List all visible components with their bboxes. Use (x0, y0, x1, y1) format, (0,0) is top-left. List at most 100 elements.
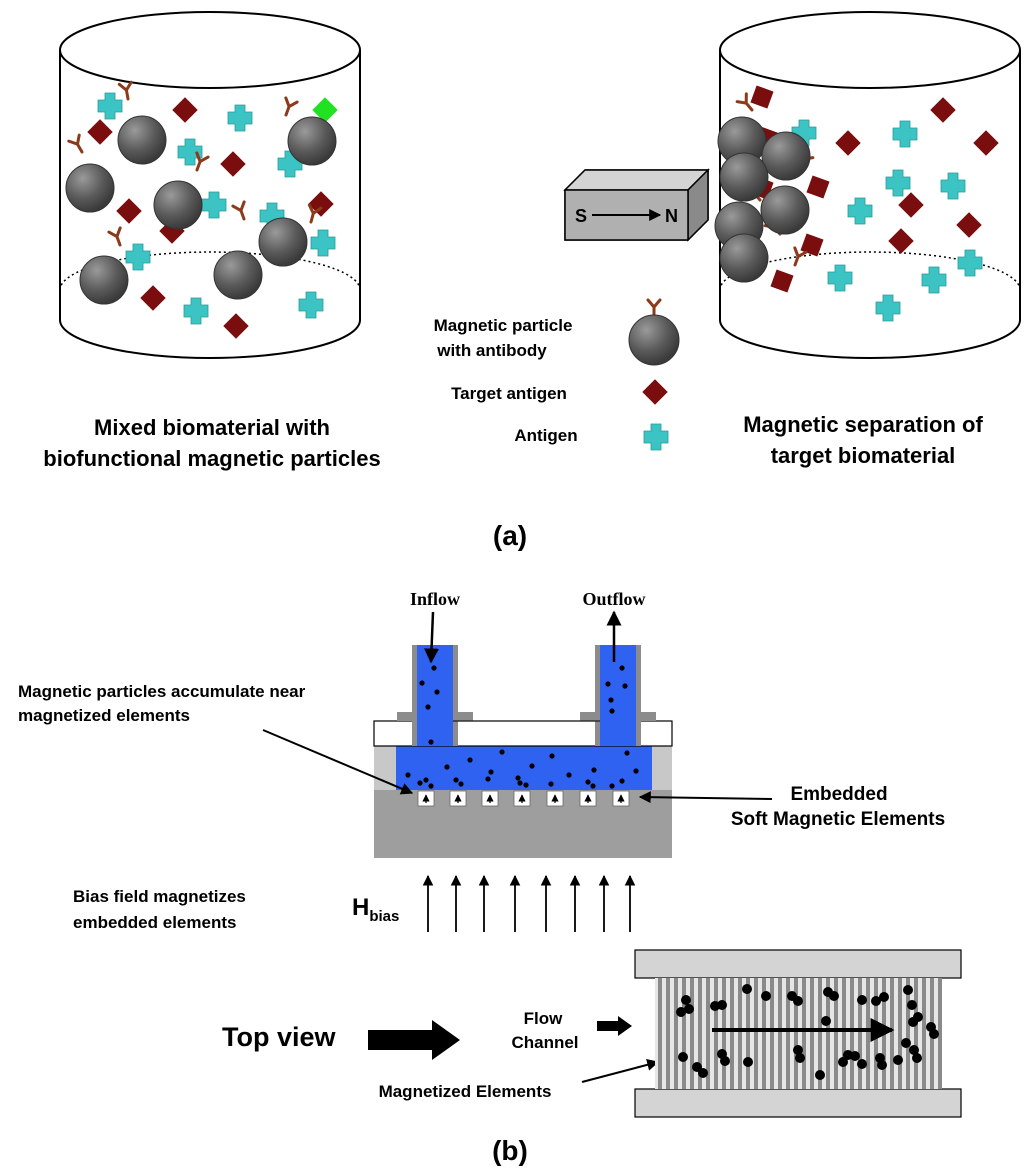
embedded-line1: Embedded (790, 784, 887, 805)
magnetized-strip (706, 978, 710, 1089)
target-antigen-icon (87, 119, 113, 145)
antigen-icon (183, 297, 209, 325)
particle-dot (444, 764, 450, 770)
particle-dot (901, 1038, 911, 1048)
particle-dot (624, 750, 630, 756)
flow-channel-line1: Flow (524, 1009, 563, 1028)
accumulate-line2: magnetized elements (18, 706, 190, 725)
magnetic-particle (117, 115, 167, 165)
caption-left-line1: Mixed biomaterial with (94, 415, 330, 440)
particle-dot (793, 1045, 803, 1055)
magnetized-strip (714, 978, 718, 1089)
particle-dot (405, 772, 411, 778)
legend-target-label: Target antigen (451, 384, 567, 403)
magnetized-strip (890, 978, 894, 1089)
channel-fluid (396, 746, 652, 790)
legend-particle-icon (628, 298, 680, 366)
particle-dot (434, 689, 440, 695)
antibody-icon (307, 203, 323, 224)
particle-dot (893, 1055, 903, 1065)
particle-dot (608, 697, 614, 703)
particle-dot (838, 1057, 848, 1067)
particle-dot (912, 1053, 922, 1063)
particle-dot (591, 767, 597, 773)
bias-field-arrows (422, 874, 636, 932)
magnetized-strip (802, 978, 806, 1089)
antibody-shape (646, 298, 662, 318)
top-view-label: Top view (222, 1022, 337, 1052)
particle-dot (857, 1059, 867, 1069)
antibody-shape (735, 92, 754, 112)
antigen-icon (827, 264, 853, 292)
target-antigen-icon (750, 85, 774, 109)
particle-dot (743, 1057, 753, 1067)
particle-dot (742, 984, 752, 994)
particle-dot (907, 1000, 917, 1010)
magnetized-strip (770, 978, 774, 1089)
particle-dot (485, 776, 491, 782)
particle-dot (566, 772, 572, 778)
particle-dot (678, 1052, 688, 1062)
magnetized-strip (722, 978, 726, 1089)
antibody-icon (67, 133, 84, 154)
antibody-shape (67, 133, 84, 154)
panel-a: S N Magnetic particle with antibody Targ… (43, 11, 1021, 551)
magnetized-elements-label: Magnetized Elements (379, 1082, 552, 1101)
panel-a-label: (a) (493, 520, 527, 551)
h-bias-subscript: bias (369, 908, 399, 925)
device-cross-section (373, 645, 673, 858)
antibody-shape (284, 96, 299, 117)
legend-antigen-icon (643, 423, 669, 451)
particle-dot (467, 757, 473, 763)
magnetized-strip (762, 978, 766, 1089)
antibody-icon (284, 96, 299, 117)
magnetized-strip (850, 978, 854, 1089)
particle-dot (619, 778, 625, 784)
target-antigen-icon (835, 130, 861, 156)
antibody-icon (117, 80, 133, 101)
caption-left-line2: biofunctional magnetic particles (43, 446, 380, 471)
antibody-icon (107, 226, 122, 247)
bias-note-line2: embedded elements (73, 913, 236, 932)
antigen-icon (875, 294, 901, 322)
magnetized-strip (874, 978, 878, 1089)
particle-dot (548, 781, 554, 787)
legend: Magnetic particle with antibody Target a… (434, 298, 680, 451)
magnetized-strip (794, 978, 798, 1089)
caption-right-line1: Magnetic separation of (743, 412, 983, 437)
antigen-icon (643, 423, 669, 451)
h-bias-symbol: Hbias (352, 894, 399, 925)
particle-dot (877, 1060, 887, 1070)
magnetized-strip (778, 978, 782, 1089)
antibody-shape (231, 200, 246, 221)
magnetized-strip (666, 978, 670, 1089)
embedded-arrow (638, 791, 773, 804)
particle-dot (622, 683, 628, 689)
magnetized-strip (698, 978, 702, 1089)
target-antigen-icon (140, 285, 166, 311)
particle-dot (609, 783, 615, 789)
target-antigen-icon (888, 228, 914, 254)
magnetic-particle (65, 163, 115, 213)
antigen-icon (177, 138, 203, 166)
magnetized-strip (690, 978, 694, 1089)
magnetic-particle (258, 217, 308, 267)
antibody-shape (307, 203, 323, 224)
inflow-label: Inflow (410, 589, 460, 609)
particle-dot (821, 1016, 831, 1026)
target-antigen-icon (898, 192, 924, 218)
legend-particle-line1: Magnetic particle (434, 316, 573, 335)
antigen-icon (847, 197, 873, 225)
magnet-south-label: S (575, 206, 587, 226)
magnet-north-label: N (665, 206, 678, 226)
left-beaker (59, 11, 361, 359)
particle-dot (633, 768, 639, 774)
h-bias-main: H (352, 894, 369, 921)
particle-dot (676, 1007, 686, 1017)
antigen-icon (921, 266, 947, 294)
target-antigen-icon (770, 269, 794, 293)
magnetized-strip (922, 978, 926, 1089)
particle-dot (857, 995, 867, 1005)
particle-dot (609, 708, 615, 714)
panel-b-label: (b) (492, 1135, 528, 1166)
